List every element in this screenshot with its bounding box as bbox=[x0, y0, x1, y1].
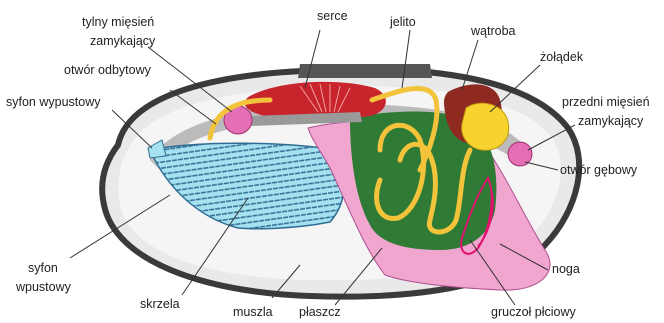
label-noga: noga bbox=[552, 262, 580, 276]
label-syfon-wypustowy: syfon wypustowy bbox=[6, 95, 101, 109]
label-otwor-gebowy: otwór gębowy bbox=[560, 163, 638, 177]
label-przedni-line2: zamykający bbox=[578, 114, 644, 128]
label-skrzela: skrzela bbox=[140, 297, 180, 311]
label-syfon-line2: wpustowy bbox=[15, 280, 72, 294]
label-zoladek: żołądek bbox=[540, 50, 584, 64]
label-przedni-line1: przedni mięsień bbox=[562, 95, 650, 109]
label-muszla: muszla bbox=[233, 305, 273, 319]
hinge bbox=[298, 64, 432, 78]
label-tylny-line1: tylny mięsień bbox=[82, 15, 154, 29]
label-jelito: jelito bbox=[389, 15, 416, 29]
label-serce: serce bbox=[317, 9, 348, 23]
label-watroba: wątroba bbox=[470, 24, 516, 38]
label-gruczol-plciowy: gruczoł płciowy bbox=[491, 305, 577, 319]
label-otwor-odbytowy: otwór odbytowy bbox=[64, 63, 152, 77]
label-plaszcz: płaszcz bbox=[299, 305, 341, 319]
label-tylny-line2: zamykający bbox=[90, 34, 156, 48]
label-syfon-line1: syfon bbox=[28, 261, 58, 275]
stomach bbox=[462, 103, 509, 150]
